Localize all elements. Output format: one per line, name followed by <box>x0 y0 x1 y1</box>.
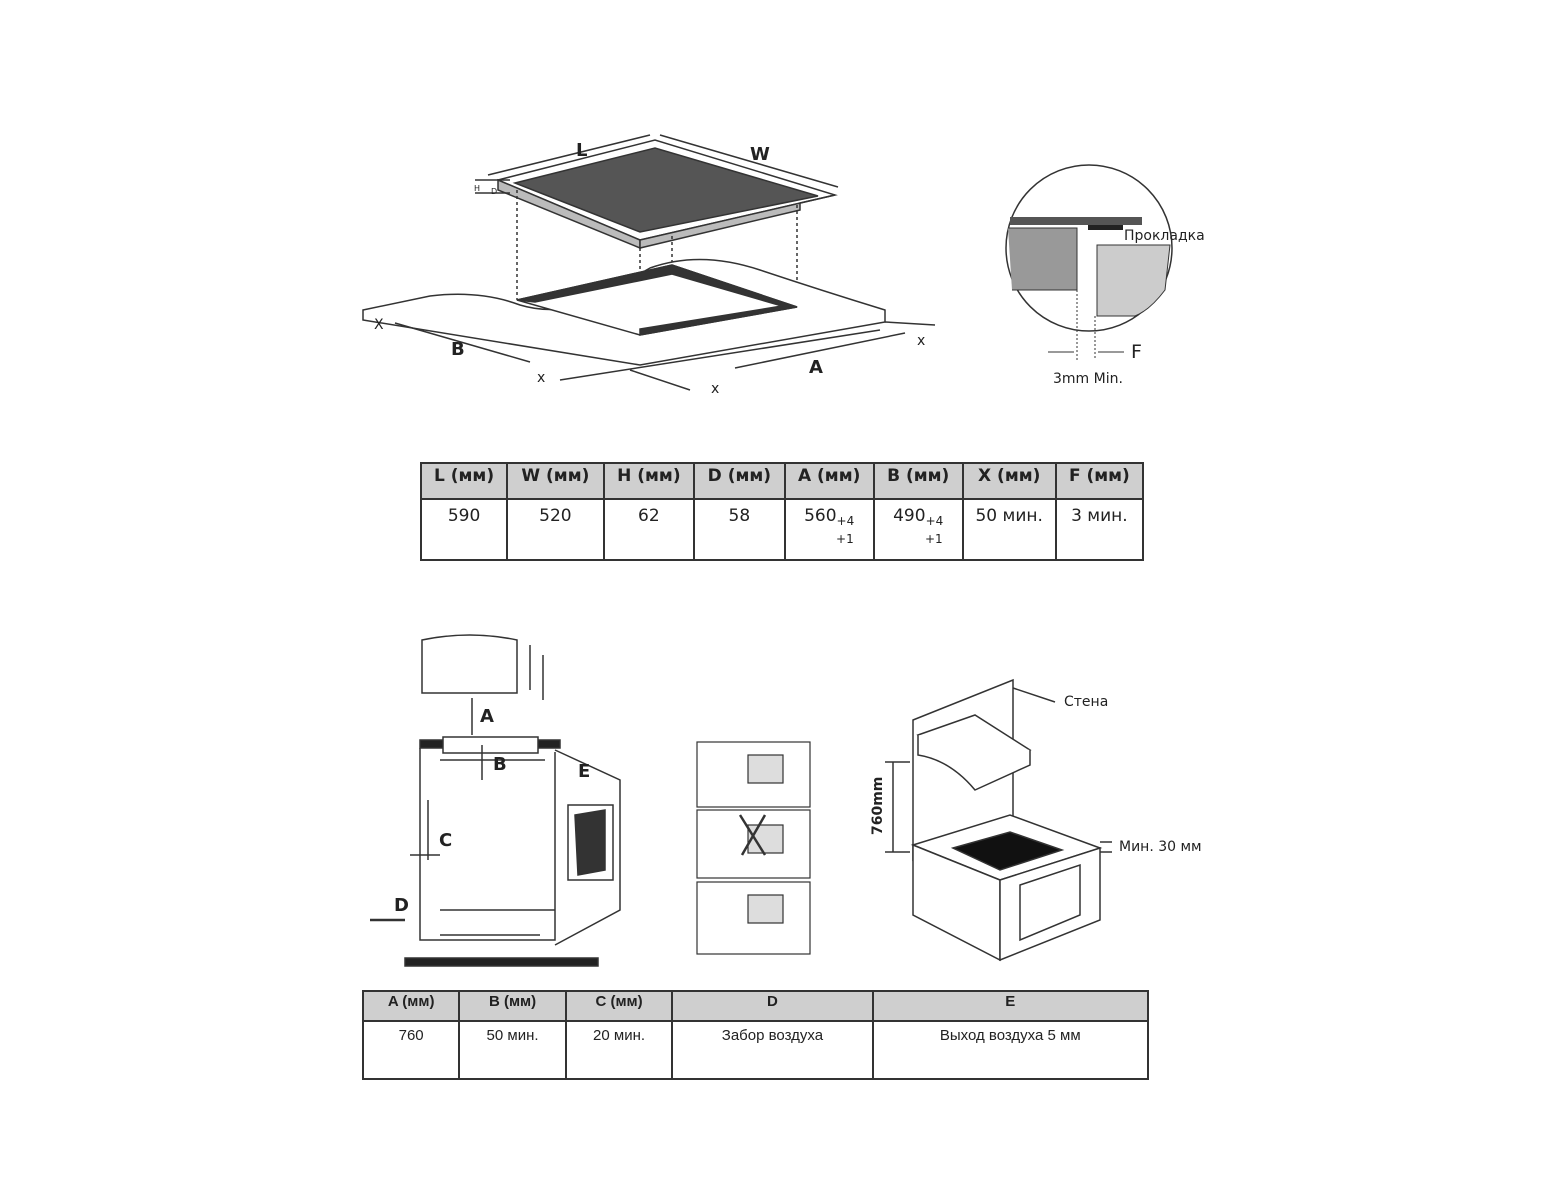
label-x-bottom2: x <box>711 381 719 397</box>
header-cell: X (мм) <box>961 462 1057 500</box>
header-cell: W (мм) <box>506 462 605 500</box>
tolerance-lower: +1 <box>836 532 854 546</box>
header-cell: A (мм) <box>361 990 461 1022</box>
table-cell: 50 мин. <box>961 498 1057 561</box>
ventilation-diagram: A B E C D Стена 760mm Мин. 30 мм <box>370 634 1202 967</box>
table-cell: 490+4 +1 <box>872 498 964 561</box>
min-gap-label: 3mm Min. <box>1053 371 1123 387</box>
kitchen-install-drawing <box>885 678 1112 962</box>
header-cell: L (мм) <box>419 462 509 500</box>
table-cell: 62 <box>602 498 696 561</box>
table-row: 590 520 62 58 560+4+1 490+4+1 50 мин. 3 … <box>419 498 1145 561</box>
table-cell: 590 <box>419 498 509 561</box>
label-F: F <box>1131 341 1142 363</box>
header-cell: C (мм) <box>564 990 674 1022</box>
hob-dimensions-table: L (мм) W (мм) H (мм) D (мм) A (мм) B (мм… <box>419 462 1145 561</box>
header-cell: D (мм) <box>693 462 786 500</box>
table-cell: 58 <box>693 498 786 561</box>
label-C: C <box>439 830 452 851</box>
table-cell: 760 <box>361 1020 461 1080</box>
hob-drawing <box>362 134 936 391</box>
header-cell: H (мм) <box>602 462 696 500</box>
gasket-detail <box>1005 164 1173 360</box>
table-cell: 520 <box>506 498 605 561</box>
label-D: D <box>394 895 409 916</box>
tolerance-upper: +4 <box>836 514 855 528</box>
value: 490 <box>893 506 926 526</box>
label-x-bottom: x <box>537 370 545 386</box>
label-B: B <box>493 754 507 775</box>
label-W: W <box>750 144 770 165</box>
height-label: 760mm <box>870 777 886 835</box>
vent-detail-drawings <box>696 741 811 955</box>
table-header-row: A (мм) B (мм) C (мм) D E <box>361 990 1150 1022</box>
header-cell: A (мм) <box>783 462 875 500</box>
cabinet-side-drawing <box>370 634 621 967</box>
table-cell: Выход воздуха 5 мм <box>871 1020 1150 1080</box>
table-header-row: L (мм) W (мм) H (мм) D (мм) A (мм) B (мм… <box>419 462 1145 500</box>
wall-label: Стена <box>1064 694 1108 710</box>
ventilation-table: A (мм) B (мм) C (мм) D E 760 50 мин. 20 … <box>361 990 1150 1080</box>
header-cell: B (мм) <box>458 990 567 1022</box>
label-A: A <box>480 706 494 727</box>
table-row: 760 50 мин. 20 мин. Забор воздуха Выход … <box>361 1020 1150 1080</box>
header-cell: E <box>871 990 1150 1022</box>
value: 560 <box>804 506 837 526</box>
table-cell: 20 мин. <box>564 1020 674 1080</box>
label-H: H <box>474 184 480 193</box>
table-cell: 50 мин. <box>458 1020 567 1080</box>
label-L: L <box>576 140 587 161</box>
table-cell: 560+4 +1 <box>783 498 875 561</box>
header-cell: D <box>671 990 874 1022</box>
header-cell: B (мм) <box>872 462 964 500</box>
label-D: D <box>491 187 497 196</box>
tolerance-lower: +1 <box>924 532 943 546</box>
hob-cutout-diagram: L W H D X B x x A x Прокладка F 3mm Min. <box>362 134 1205 397</box>
gasket-label: Прокладка <box>1124 228 1205 244</box>
table-cell: Забор воздуха <box>671 1020 874 1080</box>
label-B: B <box>451 339 465 360</box>
label-x-left: X <box>374 317 384 333</box>
label-A: A <box>809 357 823 378</box>
label-x-right: x <box>917 333 925 349</box>
min-gap-label: Мин. 30 мм <box>1119 839 1202 855</box>
header-cell: F (мм) <box>1054 462 1145 500</box>
table-cell: 3 мин. <box>1054 498 1145 561</box>
label-E: E <box>578 761 590 782</box>
tolerance-upper: +4 <box>925 514 944 528</box>
